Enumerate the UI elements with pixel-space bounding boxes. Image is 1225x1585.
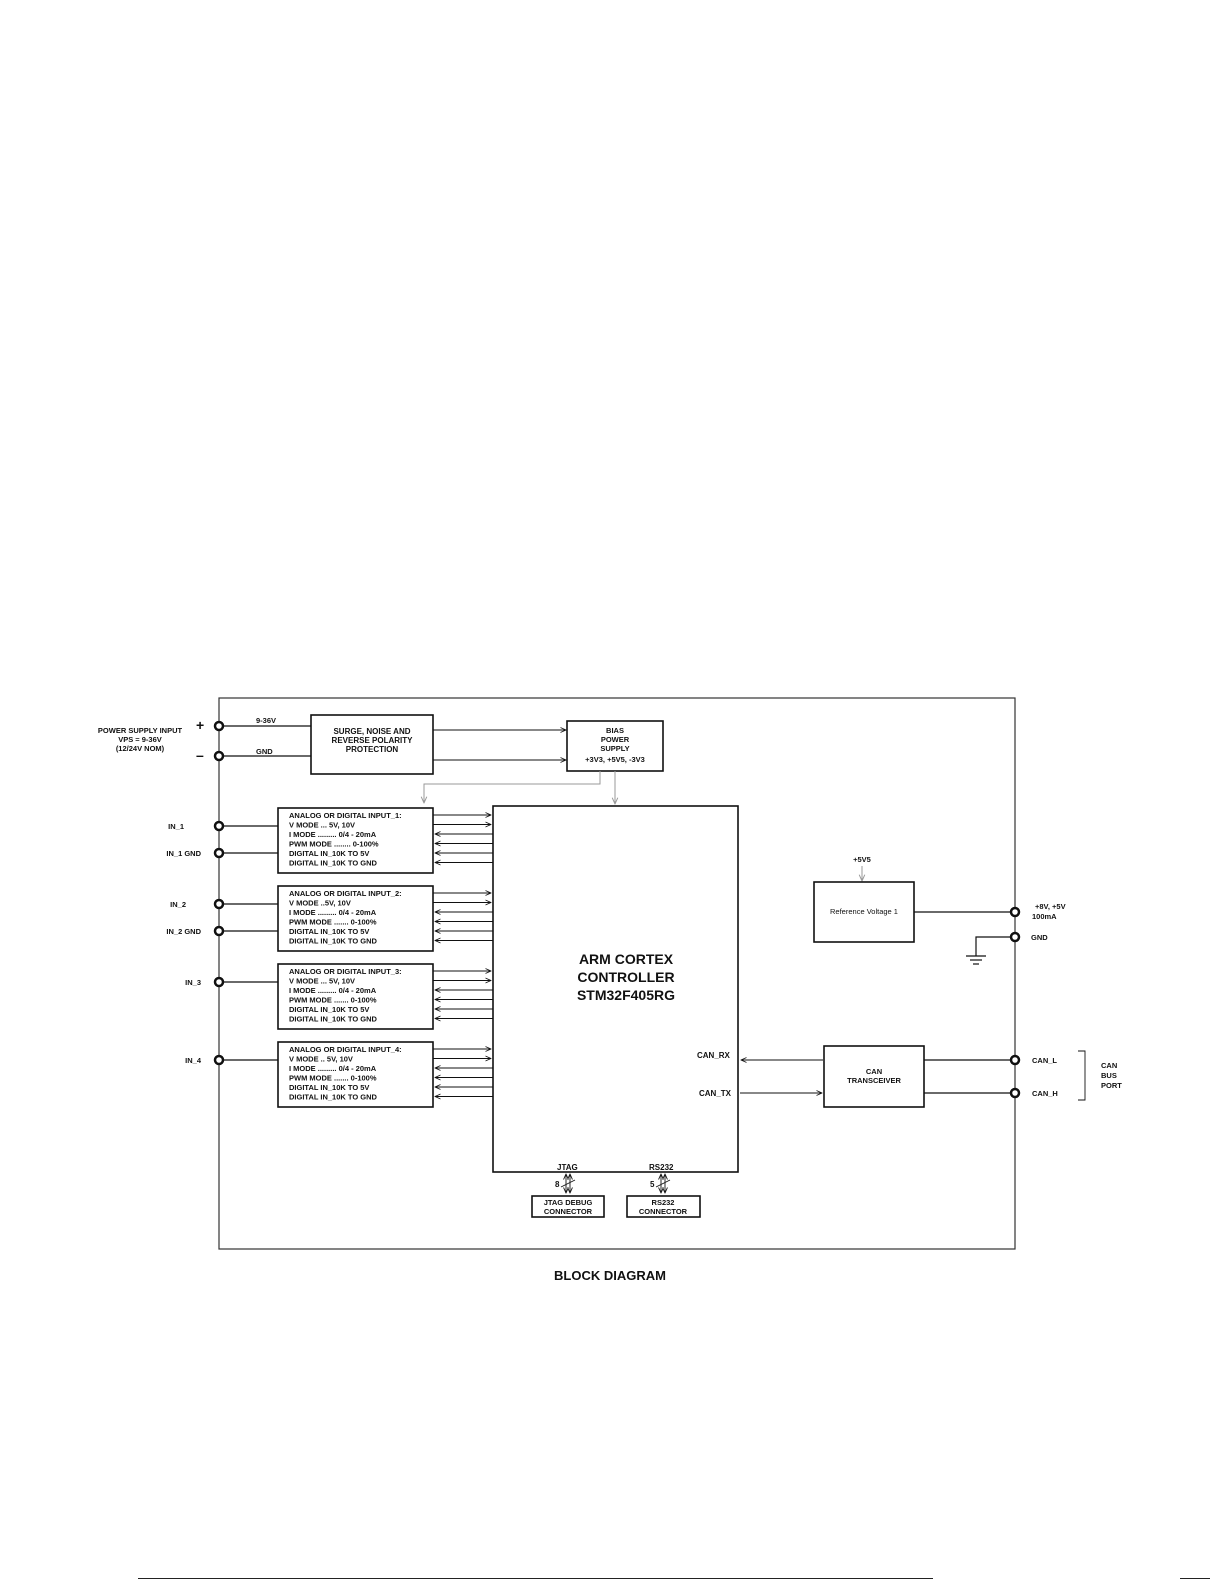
- input-3-desc-line: V MODE ... 5V, 10V: [289, 977, 355, 986]
- input-1-desc-line: I MODE ......... 0/4 - 20mA: [289, 830, 377, 839]
- input-1-desc-line: DIGITAL IN_10K TO GND: [289, 859, 378, 868]
- power-minus-terminal[interactable]: [213, 750, 225, 762]
- plus-sign: +: [196, 717, 204, 733]
- bias-label-4: +3V3, +5V5, -3V3: [585, 755, 645, 764]
- bias-label-1: BIAS: [606, 726, 624, 735]
- can-port-label-1: CAN: [1101, 1061, 1117, 1070]
- reference-supply-label: +5V5: [853, 855, 871, 864]
- bias-label-2: POWER: [601, 735, 630, 744]
- can-port-label-3: PORT: [1101, 1081, 1122, 1090]
- input-1-gnd-terminal[interactable]: [213, 847, 225, 859]
- surge-label-2: REVERSE POLARITY: [332, 736, 414, 745]
- input-3-desc-line: PWM MODE ....... 0-100%: [289, 996, 377, 1005]
- can-h-label: CAN_H: [1032, 1089, 1058, 1098]
- surge-label-3: PROTECTION: [346, 745, 399, 754]
- input-4-desc-line: PWM MODE ....... 0-100%: [289, 1074, 377, 1083]
- input-3-terminal-label: IN_3: [185, 978, 201, 987]
- jtag-conn-label-2: CONNECTOR: [544, 1207, 593, 1216]
- input-2-desc-line: ANALOG OR DIGITAL INPUT_2:: [289, 889, 402, 898]
- input-4-desc-line: DIGITAL IN_10K TO 5V: [289, 1083, 369, 1092]
- input-3-desc-line: ANALOG OR DIGITAL INPUT_3:: [289, 967, 402, 976]
- reference-gnd-terminal[interactable]: [1009, 931, 1021, 943]
- can-h-terminal[interactable]: [1009, 1087, 1021, 1099]
- jtag-pin-label: JTAG: [557, 1163, 578, 1172]
- reference-voltage-block: +5V5 Reference Voltage 1 +8V, +5V 100mA …: [813, 855, 1066, 965]
- rs232-pin-label: RS232: [649, 1163, 674, 1172]
- input-1-terminal-label: IN_1: [168, 822, 184, 831]
- input-2-gnd-terminal[interactable]: [213, 925, 225, 937]
- jtag-bus-width: 8: [555, 1180, 560, 1189]
- mcu-label-2: CONTROLLER: [577, 969, 674, 985]
- input-4-desc-line: V MODE .. 5V, 10V: [289, 1055, 353, 1064]
- wire-9-36v-label: 9-36V: [256, 716, 276, 725]
- input-3-terminal[interactable]: [213, 976, 225, 988]
- can-port-label-2: BUS: [1101, 1071, 1117, 1080]
- can-l-terminal[interactable]: [1009, 1054, 1021, 1066]
- reference-output-label-1: +8V, +5V: [1035, 902, 1066, 911]
- input-1-terminal[interactable]: [213, 820, 225, 832]
- input-2-desc-line: DIGITAL IN_10K TO GND: [289, 937, 378, 946]
- minus-sign: –: [196, 747, 204, 763]
- power-input-label-3: (12/24V NOM): [116, 744, 165, 753]
- can-rx-pin: CAN_RX: [697, 1051, 731, 1060]
- surge-protection-block: SURGE, NOISE AND REVERSE POLARITY PROTEC…: [310, 714, 434, 775]
- input-2-desc-line: PWM MODE ....... 0-100%: [289, 918, 377, 927]
- input-1-desc-line: DIGITAL IN_10K TO 5V: [289, 849, 369, 858]
- wire-gnd-label: GND: [256, 747, 273, 756]
- enclosure-frame: [218, 697, 1016, 1250]
- input-1-desc-line: V MODE ... 5V, 10V: [289, 821, 355, 830]
- power-supply-input: POWER SUPPLY INPUT VPS = 9-36V (12/24V N…: [98, 716, 311, 763]
- input-4-terminal[interactable]: [213, 1054, 225, 1066]
- input-3-desc-line: I MODE ......... 0/4 - 20mA: [289, 986, 377, 995]
- input-2-terminal-label: IN_2: [170, 900, 186, 909]
- input-4-desc-line: DIGITAL IN_10K TO GND: [289, 1093, 378, 1102]
- jtag-conn-label-1: JTAG DEBUG: [544, 1198, 593, 1207]
- power-input-label-2: VPS = 9-36V: [118, 735, 162, 744]
- input-4-desc-line: ANALOG OR DIGITAL INPUT_4:: [289, 1045, 402, 1054]
- input-4-terminal-label: IN_4: [185, 1056, 202, 1065]
- reference-voltage-label: Reference Voltage 1: [830, 907, 898, 916]
- input-1-desc-line: PWM MODE ........ 0-100%: [289, 840, 379, 849]
- rs232-conn-label-1: RS232: [652, 1198, 675, 1207]
- input-4-desc-line: I MODE ......... 0/4 - 20mA: [289, 1064, 377, 1073]
- can-label-2: TRANSCEIVER: [847, 1076, 901, 1085]
- input-2-gnd-label: IN_2 GND: [166, 927, 201, 936]
- input-3-desc-line: DIGITAL IN_10K TO GND: [289, 1015, 378, 1024]
- power-plus-terminal[interactable]: [213, 720, 225, 732]
- reference-gnd-label: GND: [1031, 933, 1048, 942]
- can-l-label: CAN_L: [1032, 1056, 1057, 1065]
- input-1-gnd-label: IN_1 GND: [166, 849, 201, 858]
- footer-rule-right: [1180, 1578, 1210, 1579]
- mcu-label-3: STM32F405RG: [577, 987, 675, 1003]
- diagram-caption: BLOCK DIAGRAM: [554, 1268, 666, 1283]
- can-transceiver-block: CAN TRANSCEIVER CAN_L CAN_H CAN BUS PORT: [740, 1045, 1122, 1108]
- input-1-desc-line: ANALOG OR DIGITAL INPUT_1:: [289, 811, 402, 820]
- input-2-desc-line: DIGITAL IN_10K TO 5V: [289, 927, 369, 936]
- input-2-terminal[interactable]: [213, 898, 225, 910]
- surge-label-1: SURGE, NOISE AND: [333, 727, 410, 736]
- input-3-desc-line: DIGITAL IN_10K TO 5V: [289, 1005, 369, 1014]
- can-label-1: CAN: [866, 1067, 882, 1076]
- bias-label-3: SUPPLY: [600, 744, 629, 753]
- jtag-debug-connector: JTAG DEBUG CONNECTOR: [531, 1195, 605, 1218]
- input-2-desc-line: V MODE ..5V, 10V: [289, 899, 351, 908]
- bias-power-supply-block: BIAS POWER SUPPLY +3V3, +5V5, -3V3: [566, 720, 664, 772]
- mcu-label-1: ARM CORTEX: [579, 951, 674, 967]
- power-input-label-1: POWER SUPPLY INPUT: [98, 726, 183, 735]
- can-tx-pin: CAN_TX: [699, 1089, 732, 1098]
- reference-output-terminal[interactable]: [1009, 906, 1021, 918]
- jtag-bus: 8: [555, 1174, 576, 1193]
- footer-rule: [138, 1578, 933, 1579]
- rs232-connector: RS232 CONNECTOR: [626, 1195, 701, 1218]
- input-2-desc-line: I MODE ......... 0/4 - 20mA: [289, 908, 377, 917]
- mcu-block: ARM CORTEX CONTROLLER STM32F405RG CAN_RX…: [492, 805, 739, 1173]
- rs232-conn-label-2: CONNECTOR: [639, 1207, 688, 1216]
- reference-output-label-2: 100mA: [1032, 912, 1057, 921]
- rs232-bus: 5: [650, 1174, 671, 1193]
- rs232-bus-width: 5: [650, 1180, 655, 1189]
